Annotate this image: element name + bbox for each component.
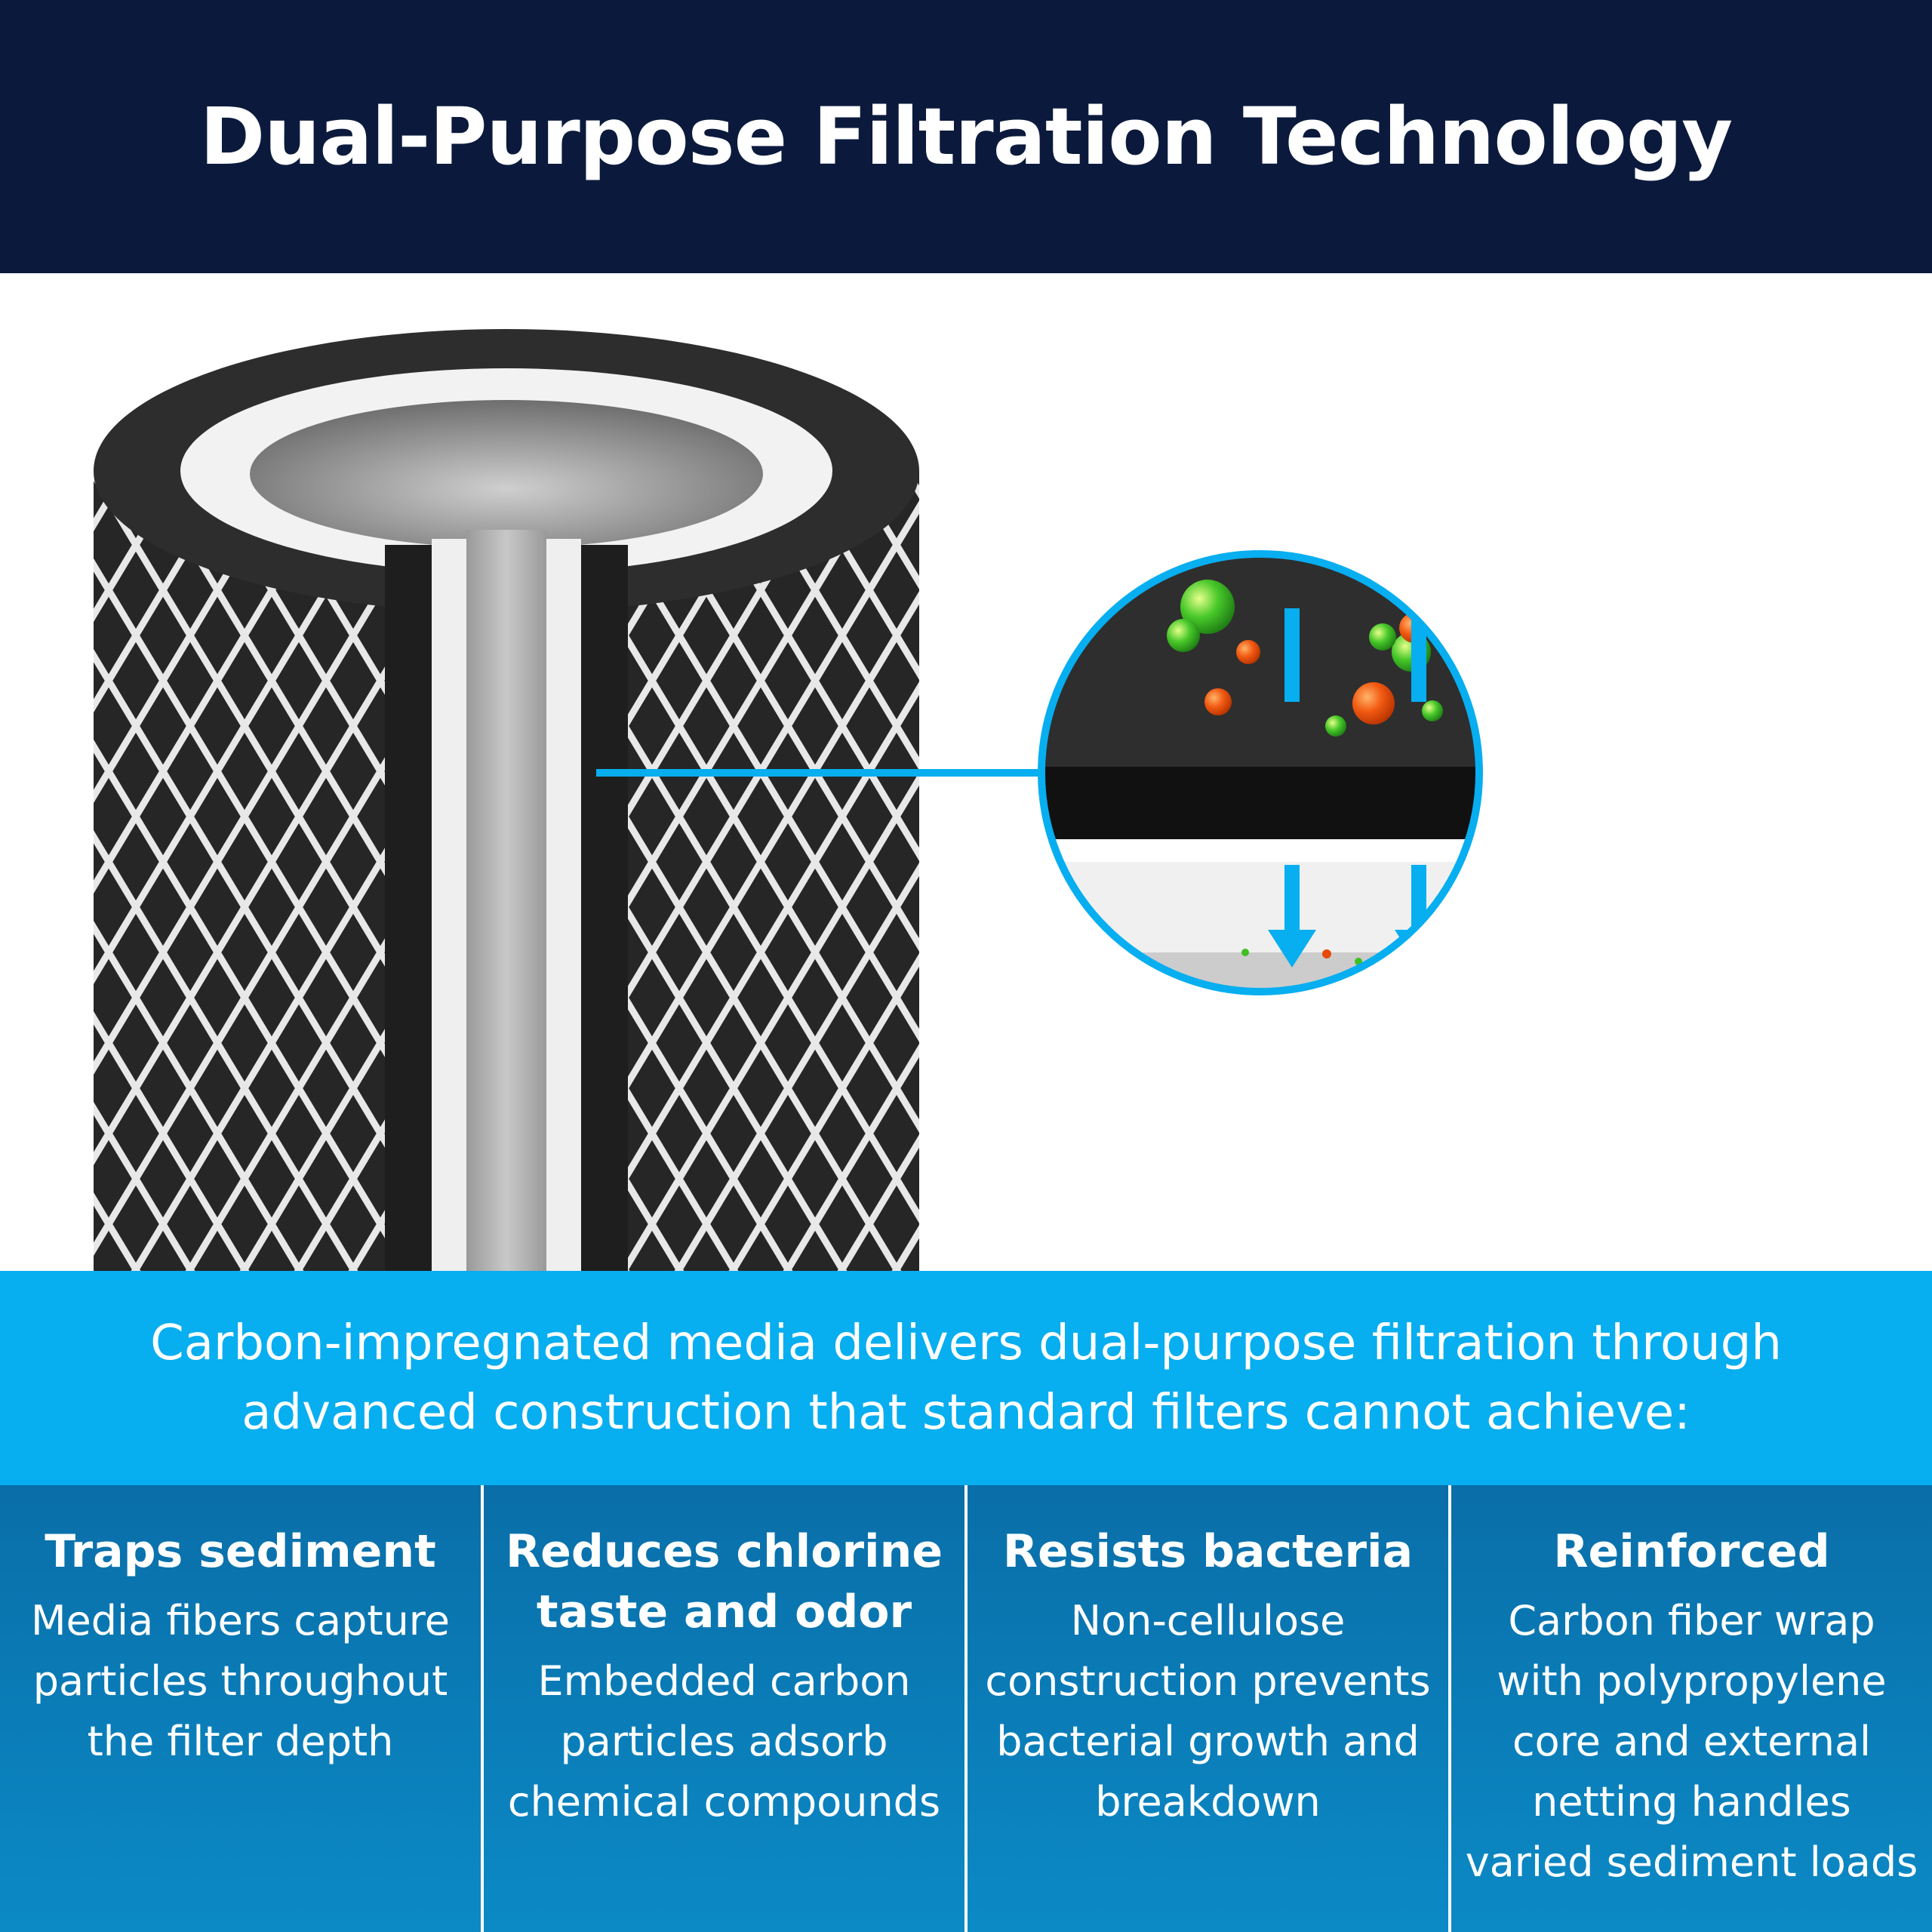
feature-title: Reduces chlorine taste and odor: [505, 1525, 943, 1638]
feature-body: Non-cellulose construction prevents bact…: [985, 1597, 1431, 1826]
cutaway-core: [466, 530, 546, 1271]
feature-reduces-chlorine: Reduces chlorine taste and odor Embedded…: [484, 1485, 968, 1932]
filter-diagram-svg: [94, 329, 1483, 1271]
feature-body: Media fibers capture particles throughou…: [30, 1597, 451, 1765]
feature-body: Carbon fiber wrap with polypropylene cor…: [1465, 1597, 1918, 1886]
filter-cartridge: [94, 329, 919, 1271]
flow-arrow-shaft: [1411, 608, 1426, 702]
carbon-dense-layer: [1043, 767, 1478, 839]
intro-text: Carbon-impregnated media delivers dual-p…: [150, 1315, 1782, 1441]
core-layer: [1043, 952, 1478, 990]
flow-arrow-head: [1268, 930, 1316, 968]
contaminant-orange: [1236, 640, 1260, 664]
feature-resists-bacteria: Resists bacteria Non-cellulose construct…: [968, 1485, 1451, 1932]
page-title: Dual-Purpose Filtration Technology: [199, 91, 1733, 183]
flow-arrow-shaft: [1411, 865, 1426, 930]
filtered-particle: [1322, 949, 1331, 958]
contaminant-green: [1422, 700, 1443, 721]
intro-band: Carbon-impregnated media delivers dual-p…: [0, 1271, 1932, 1485]
contaminant-orange: [1204, 688, 1232, 715]
magnified-view: [1038, 550, 1483, 995]
feature-title: Reinforced: [1553, 1525, 1830, 1578]
contaminant-green: [1369, 623, 1396, 651]
contaminant-green: [1167, 619, 1200, 652]
flow-arrow-shaft: [1284, 608, 1300, 702]
filter-illustration: [0, 273, 1932, 1271]
filter-core-hole: [250, 400, 763, 548]
filtered-particle: [1241, 949, 1249, 956]
contaminant-orange: [1352, 682, 1395, 724]
feature-columns: Traps sediment Media fibers capture part…: [0, 1485, 1932, 1932]
contaminant-green: [1180, 580, 1235, 634]
flow-arrow-shaft: [1284, 865, 1300, 930]
header-banner: Dual-Purpose Filtration Technology: [0, 0, 1932, 273]
contaminant-green: [1325, 715, 1346, 737]
feature-reinforced: Reinforced Carbon fiber wrap with polypr…: [1451, 1485, 1932, 1932]
filtered-particle: [1447, 947, 1454, 955]
feature-body: Embedded carbon particles adsorb chemica…: [507, 1657, 941, 1826]
feature-title: Resists bacteria: [1002, 1525, 1414, 1578]
magnified-circle-border: [1038, 550, 1483, 995]
feature-traps-sediment: Traps sediment Media fibers capture part…: [0, 1485, 484, 1932]
feature-title: Traps sediment: [45, 1525, 436, 1578]
